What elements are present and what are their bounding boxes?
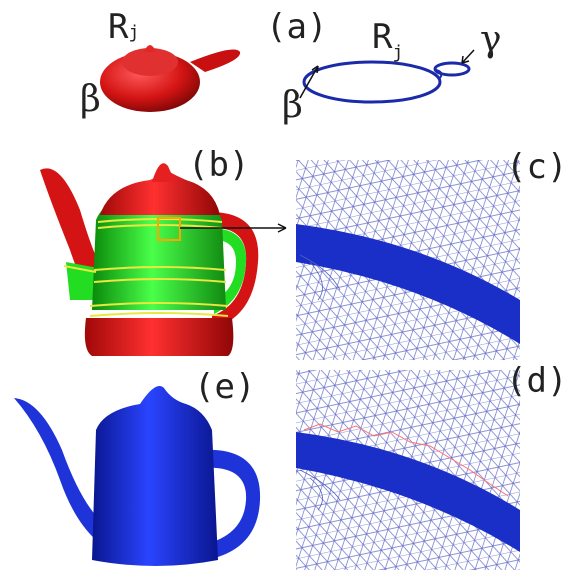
panel-label-d: (d) — [506, 361, 568, 401]
mesh-zoom-c — [296, 160, 520, 360]
gamma-label: γ — [480, 19, 502, 60]
rj-label-right: Rj — [372, 17, 404, 63]
panel-label-a: (a) — [266, 7, 328, 47]
panel-label-b: (b) — [188, 145, 250, 185]
beta-arrow — [299, 65, 319, 99]
highlight-box — [157, 217, 181, 241]
red-region-shape — [100, 45, 241, 112]
boundary-loop-diagram — [299, 49, 475, 104]
beta-label-left: β — [80, 79, 101, 120]
panel-label-e: (e) — [194, 367, 256, 407]
panel-label-c: (c) — [506, 147, 568, 187]
mesh-zoom-d — [296, 370, 520, 570]
segmented-teapot — [40, 163, 287, 356]
gamma-arrow — [461, 49, 475, 64]
rj-label-left: Rj — [108, 7, 140, 47]
blue-teapot — [14, 386, 261, 566]
beta-label-right: β — [282, 85, 303, 126]
